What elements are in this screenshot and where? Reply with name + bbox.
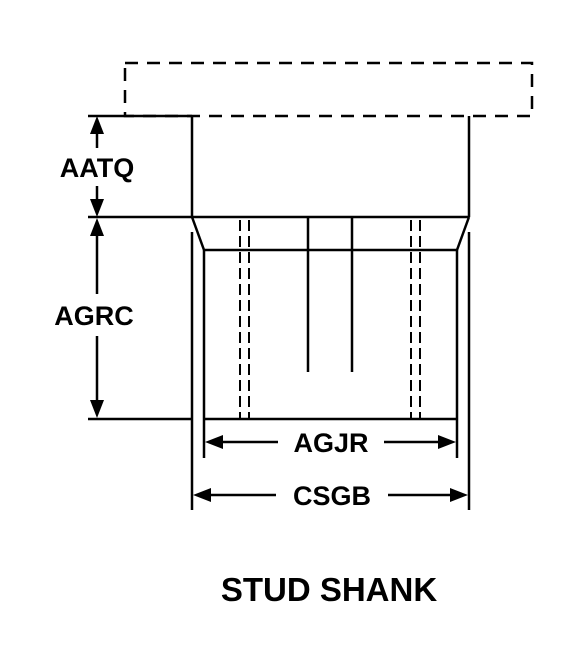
aatq-arrow-up: [90, 116, 104, 134]
head-outline-dashed: [123, 61, 534, 118]
chamfer-right: [455, 216, 471, 251]
csgb-label: CSGB: [293, 481, 371, 511]
agjr-arrow-left: [205, 435, 223, 449]
aatq-label: AATQ: [60, 153, 135, 183]
agrc-arrow-down: [90, 400, 104, 418]
agjr-label: AGJR: [293, 428, 368, 458]
diagram-title: STUD SHANK: [221, 571, 438, 608]
csgb-arrow-right: [450, 488, 468, 502]
aatq-arrow-down: [90, 199, 104, 217]
agrc-arrow-up: [90, 218, 104, 236]
agjr-arrow-right: [438, 435, 456, 449]
agrc-label: AGRC: [54, 301, 134, 331]
chamfer-left: [190, 216, 206, 251]
csgb-arrow-left: [193, 488, 211, 502]
